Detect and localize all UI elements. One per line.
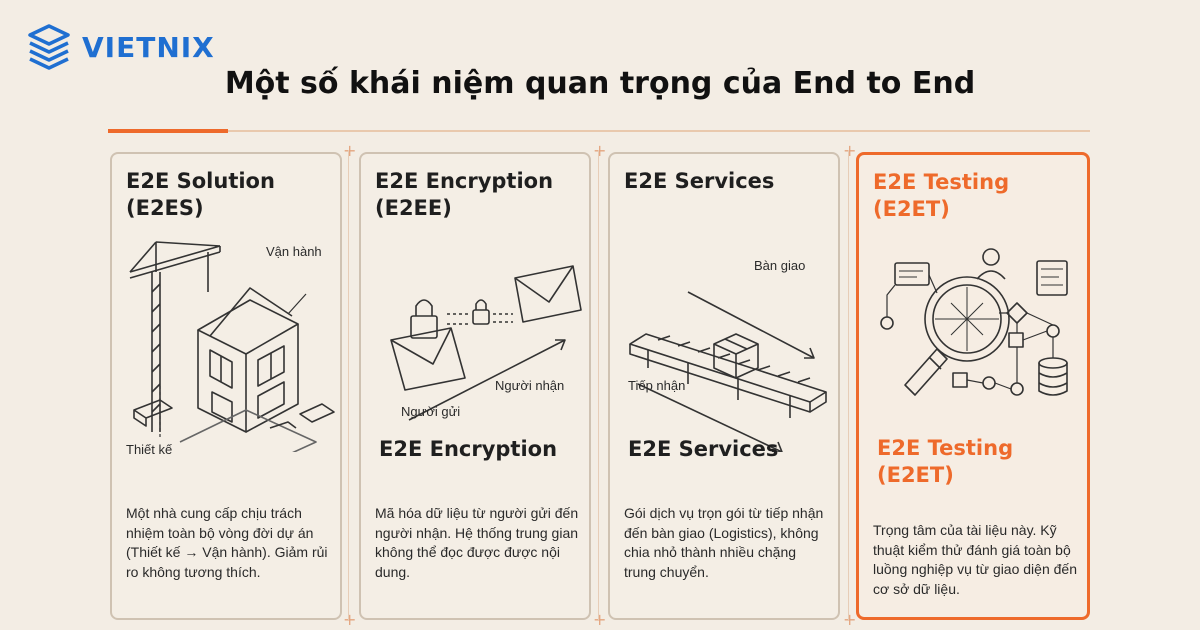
- vietnix-logo-icon: [28, 24, 70, 70]
- card-e2e-solution: E2E Solution (E2ES) Vận hành T: [110, 152, 342, 620]
- plus-mark: +: [843, 141, 857, 160]
- brand-logo[interactable]: VIETNIX: [24, 22, 215, 72]
- plus-mark: +: [343, 610, 357, 629]
- top-rule-accent: [108, 129, 228, 133]
- page-title: Một số khái niệm quan trọng của End to E…: [224, 66, 976, 101]
- conveyor-box-icon: [629, 291, 827, 452]
- card-subtitle: E2E Encryption: [379, 437, 558, 461]
- card-title: E2E Encryption (E2EE): [375, 169, 554, 220]
- card-subtitle: E2E Testing (E2ET): [877, 436, 1014, 487]
- column-separator: [848, 150, 849, 620]
- card-title: E2E Services: [624, 169, 775, 193]
- column-separator: [348, 150, 349, 620]
- card-description: Trọng tâm của tài liệu này. Kỹ thuật kiể…: [873, 522, 1077, 597]
- column-separator: [598, 150, 599, 620]
- card-description: Mã hóa dữ liệu từ người gửi đến người nh…: [375, 505, 579, 580]
- plus-mark: +: [843, 610, 857, 629]
- card-description: Một nhà cung cấp chịu trách nhiệm toàn b…: [126, 505, 328, 580]
- card-title: E2E Testing (E2ET): [873, 170, 1010, 221]
- label-handover: Bàn giao: [754, 258, 806, 273]
- card-e2e-services: E2E Services Bàn giao Tiếp nhận E2E Serv…: [608, 152, 840, 620]
- top-rule: [108, 130, 1090, 132]
- envelope-lock-icon: [390, 265, 582, 421]
- plus-mark: +: [593, 141, 607, 160]
- label-operation: Vận hành: [266, 244, 322, 259]
- building-icon: [129, 241, 335, 452]
- card-subtitle: E2E Services: [628, 437, 779, 461]
- brand-name: VIETNIX: [82, 30, 215, 64]
- card-title: E2E Solution (E2ES): [126, 169, 275, 220]
- label-receiver: Người nhận: [495, 378, 565, 393]
- card-description: Gói dịch vụ trọn gói từ tiếp nhận đến bà…: [624, 505, 824, 580]
- magnifier-flow-icon: [880, 248, 1068, 396]
- plus-mark: +: [343, 141, 357, 160]
- label-sender: Người gửi: [401, 404, 461, 419]
- label-receive: Tiếp nhận: [628, 378, 686, 393]
- plus-mark: +: [593, 610, 607, 629]
- label-design: Thiết kế: [126, 442, 173, 457]
- card-e2e-testing: E2E Testing (E2ET): [856, 152, 1090, 620]
- card-e2e-encryption: E2E Encryption (E2EE) Người nhận Người g…: [359, 152, 591, 620]
